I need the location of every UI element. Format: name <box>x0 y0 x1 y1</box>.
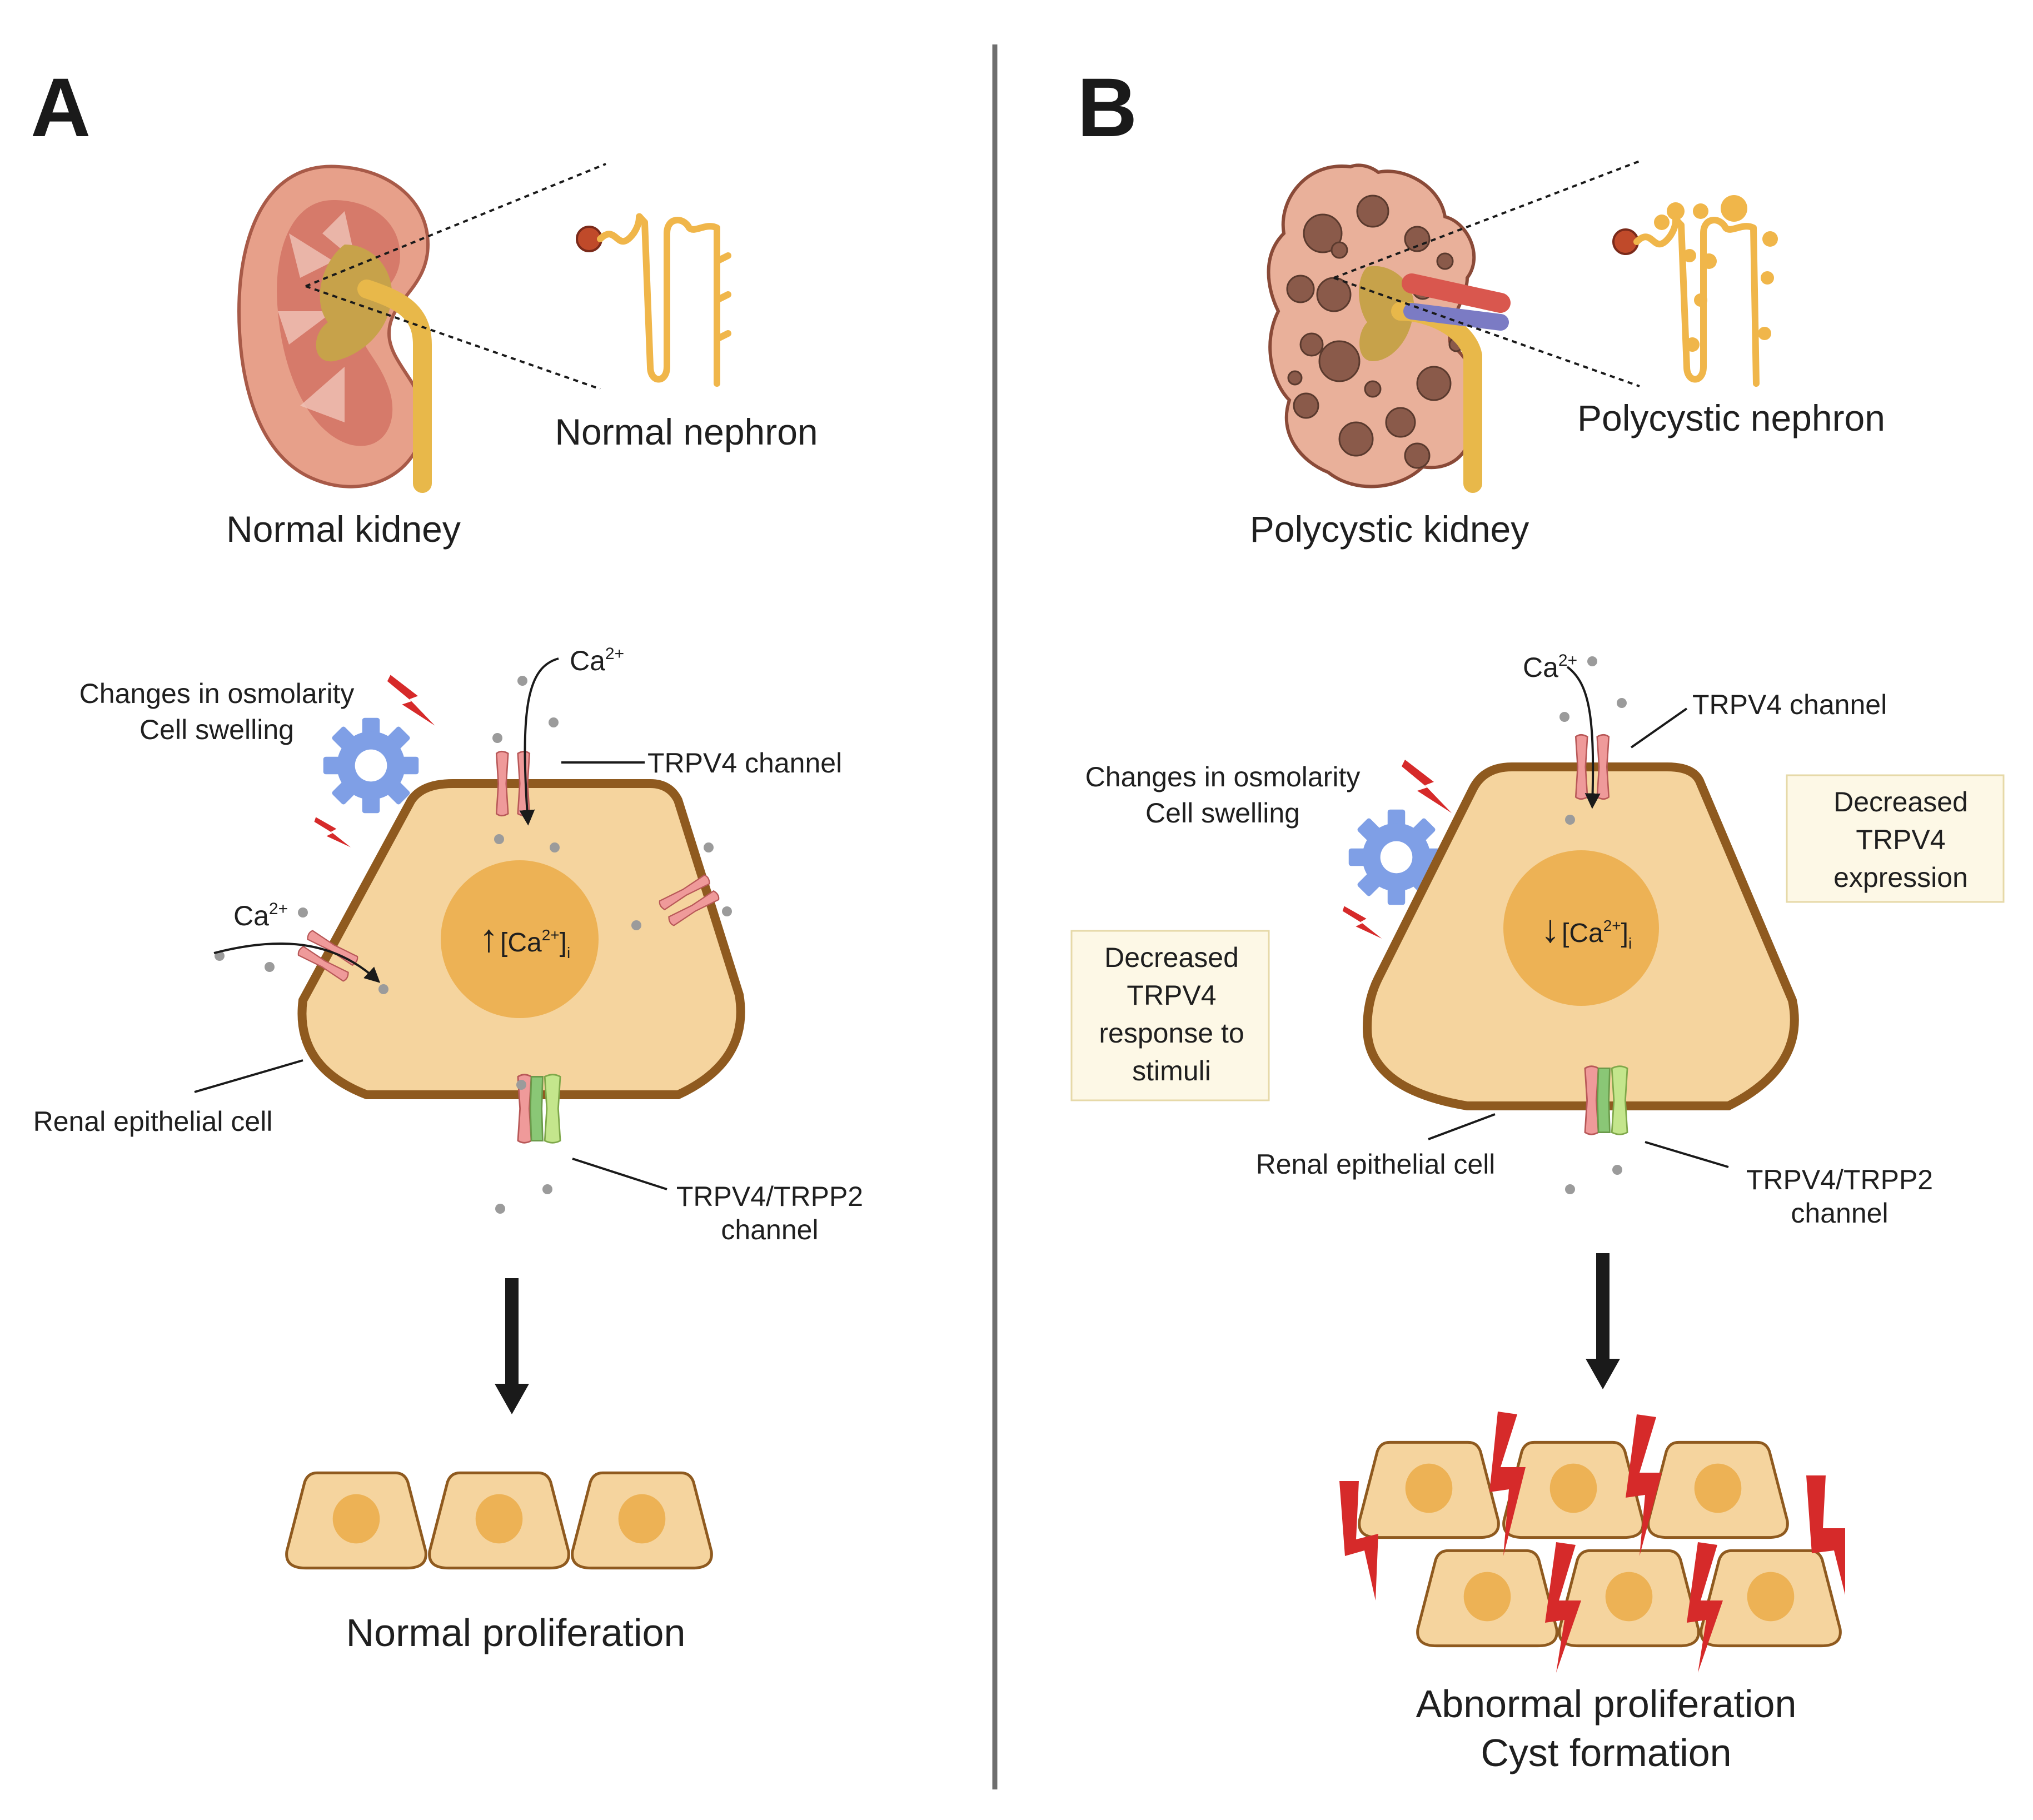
lightning-icon <box>1342 901 1382 944</box>
ion-label: Ca <box>233 900 269 931</box>
proliferating-cell <box>1701 1550 1841 1646</box>
complex-label-2: channel <box>721 1214 818 1245</box>
ion-label-left: Ca2+ <box>233 900 288 931</box>
box-line: TRPV4 <box>1127 980 1216 1011</box>
lightning-icon <box>387 675 435 726</box>
nephron-icon <box>576 213 731 387</box>
proliferating-cell <box>572 1473 712 1568</box>
calcium-sup: 2+ <box>542 926 560 944</box>
lightning-icon <box>1402 760 1452 813</box>
proliferating-cell <box>430 1473 569 1568</box>
stimuli-text-2: Cell swelling <box>1145 797 1300 829</box>
calcium-readout: [Ca2+]i <box>500 926 570 961</box>
expression-box: Decreased TRPV4 expression <box>1786 774 2005 903</box>
nucleus <box>1503 850 1659 1006</box>
ion-charge: 2+ <box>269 900 288 918</box>
nucleus <box>441 860 599 1018</box>
calcium-main: [Ca <box>1562 919 1603 948</box>
ion-charge: 2+ <box>605 645 624 663</box>
calcium-sub: i <box>567 944 570 961</box>
ion-label-top: Ca2+ <box>570 645 624 676</box>
nephron-icon <box>1612 195 1778 387</box>
panel-b-letter: B <box>1077 61 1137 154</box>
ion-channel-icon <box>1584 1065 1628 1135</box>
polycystic-kidney-icon <box>1267 163 1511 493</box>
panel-a: A Normal nephron Normal kidney Changes i <box>31 61 863 1654</box>
panel-a-letter: A <box>31 61 91 154</box>
stimuli-text-2: Cell swelling <box>139 714 294 745</box>
ion-charge: 2+ <box>1558 651 1577 670</box>
calcium-arrow: ↓ <box>1541 907 1560 950</box>
stimuli-text-1: Changes in osmolarity <box>1085 761 1361 792</box>
calcium-main: [Ca <box>500 928 542 958</box>
calcium-readout: [Ca2+]i <box>1562 917 1632 952</box>
outcome-label: Normal proliferation <box>346 1611 686 1654</box>
kidney-label: Normal kidney <box>226 508 461 550</box>
box-line: TRPV4 <box>1856 824 1945 855</box>
proliferating-cell <box>1359 1442 1499 1537</box>
down-arrow-icon <box>495 1278 529 1414</box>
box-line: expression <box>1833 862 1968 893</box>
proliferating-cell <box>1504 1442 1643 1537</box>
ion-label: Ca <box>570 645 605 676</box>
box-line: stimuli <box>1132 1055 1211 1086</box>
calcium-sup: 2+ <box>1603 917 1621 934</box>
lightning-icon <box>313 812 351 852</box>
ion-label-top: Ca2+ <box>1523 651 1577 683</box>
outcome-label-2: Cyst formation <box>1481 1731 1731 1774</box>
complex-label-2: channel <box>1791 1198 1888 1229</box>
proliferating-cell <box>1559 1550 1699 1646</box>
gear-icon <box>323 717 419 814</box>
cell-label: Renal epithelial cell <box>33 1106 273 1137</box>
calcium-close: ] <box>560 928 567 958</box>
proliferating-cell <box>287 1473 426 1568</box>
cell-label: Renal epithelial cell <box>1256 1149 1496 1180</box>
box-line: Decreased <box>1833 786 1968 817</box>
complex-label-1: TRPV4/TRPP2 <box>1746 1164 1933 1195</box>
proliferating-cell <box>1418 1550 1557 1646</box>
proliferating-cell <box>1648 1442 1788 1537</box>
box-line: Decreased <box>1104 942 1239 973</box>
calcium-close: ] <box>1621 919 1628 948</box>
kidney-label: Polycystic kidney <box>1250 508 1529 550</box>
trpv4-label: TRPV4 channel <box>647 747 842 779</box>
calcium-ions <box>1559 656 1627 1194</box>
nephron-label: Normal nephron <box>555 411 818 452</box>
calcium-arrow: ↑ <box>479 916 499 960</box>
ion-label: Ca <box>1523 652 1558 683</box>
response-box: Decreased TRPV4 response to stimuli <box>1070 930 1270 1101</box>
trpv4-label: TRPV4 channel <box>1692 689 1887 720</box>
calcium-sub: i <box>1628 935 1632 952</box>
calcium-ions <box>215 676 732 1214</box>
box-line: response to <box>1099 1018 1244 1049</box>
outcome-label-1: Abnormal proliferation <box>1416 1682 1797 1726</box>
kidney-icon <box>237 164 432 493</box>
down-arrow-icon <box>1586 1253 1620 1389</box>
lightning-icon <box>1339 1412 1845 1673</box>
stimuli-text-1: Changes in osmolarity <box>79 678 355 709</box>
complex-label-1: TRPV4/TRPP2 <box>676 1181 863 1212</box>
nephron-label: Polycystic nephron <box>1577 397 1885 438</box>
panel-b: B <box>1070 61 2005 1774</box>
